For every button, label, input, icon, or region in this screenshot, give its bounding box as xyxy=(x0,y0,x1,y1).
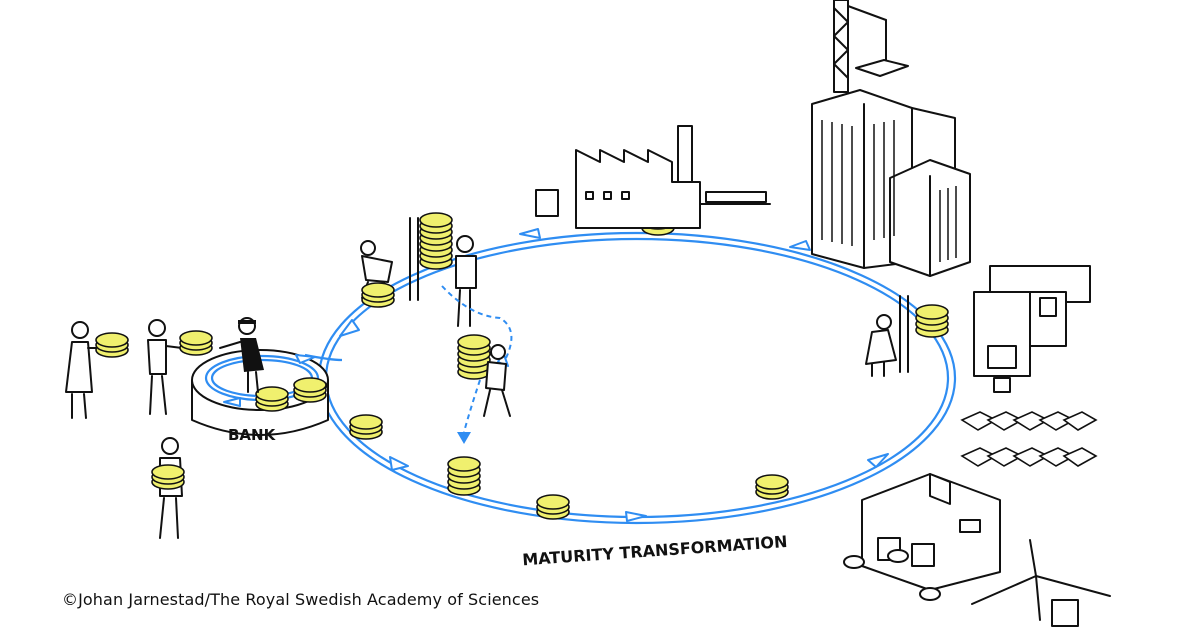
crane-icon xyxy=(833,0,909,93)
car-fleet-icon xyxy=(960,411,1098,467)
coin-stack-icon xyxy=(447,456,481,496)
loop-arrow-2 xyxy=(789,240,811,251)
bank-label: BANK xyxy=(228,426,277,444)
loop-arrow-6 xyxy=(867,453,889,468)
person-icon xyxy=(147,319,213,415)
wind-turbine-icon xyxy=(971,539,1111,627)
loop-arrow-3 xyxy=(339,319,360,337)
process-label: MATURITY TRANSFORMATION xyxy=(522,532,788,569)
bank: BANK xyxy=(191,317,343,444)
person-icon xyxy=(219,317,264,393)
person-icon xyxy=(455,235,477,327)
person-icon xyxy=(483,344,511,417)
office-tower-icon xyxy=(811,89,971,277)
factory-icon xyxy=(535,125,771,229)
coin-stack-icon xyxy=(915,304,949,338)
loop-arrow-5 xyxy=(625,511,647,522)
coin-carrier xyxy=(457,334,511,444)
person-icon xyxy=(151,437,185,539)
coin-stack-icon xyxy=(419,212,453,270)
loop-arrow-4 xyxy=(389,456,409,471)
person-icon xyxy=(360,240,393,299)
loop-arrow-1 xyxy=(519,228,541,239)
image-credit: ©Johan Jarnestad/The Royal Swedish Acade… xyxy=(62,590,540,609)
person-icon xyxy=(865,314,897,377)
machine-icon xyxy=(973,265,1091,393)
person-icon xyxy=(65,321,129,419)
warehouse-icon xyxy=(843,473,1001,601)
coin-stack-icon xyxy=(457,334,491,380)
maturity-loop xyxy=(317,228,957,525)
withdrawal-scene xyxy=(865,295,949,377)
